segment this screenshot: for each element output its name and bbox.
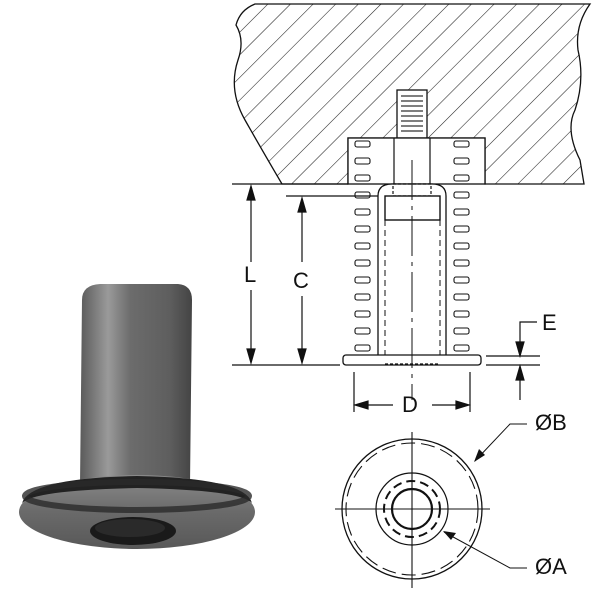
dimension-label-L: L [244,262,257,287]
dimension-label-D: D [402,392,418,417]
dimension-label-E: E [542,310,557,335]
dimension-label-diameter-A: ØA [535,554,567,579]
dimension-label-C: C [293,268,309,293]
dimension-label-diameter-B: ØB [535,410,567,435]
